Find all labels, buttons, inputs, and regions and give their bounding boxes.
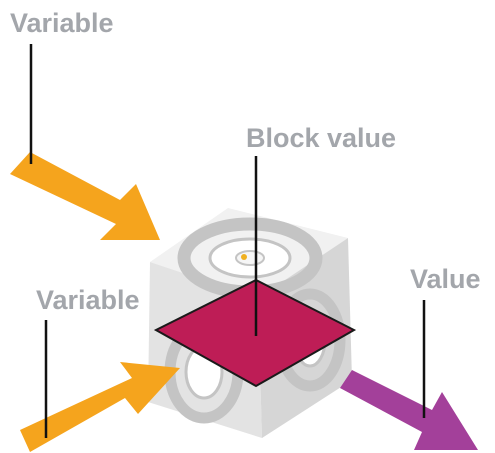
input-arrow-upper — [10, 152, 160, 240]
label-variable-top: Variable — [10, 8, 114, 38]
output-arrow — [340, 370, 478, 450]
input-arrow-lower — [20, 362, 180, 452]
label-block-value: Block value — [246, 123, 397, 153]
label-value: Value — [410, 264, 481, 294]
label-variable-left: Variable — [36, 285, 140, 315]
